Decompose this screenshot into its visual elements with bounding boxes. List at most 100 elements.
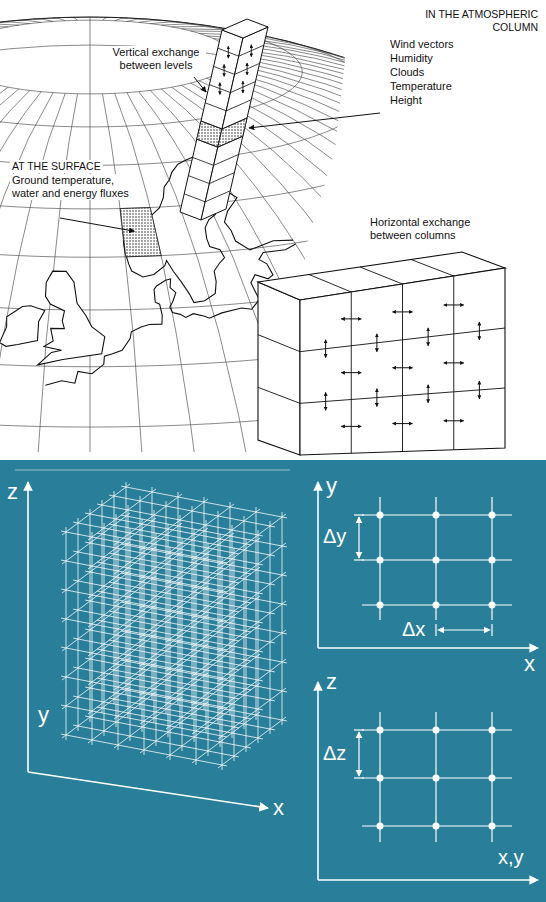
exchange-arrow bbox=[251, 45, 252, 57]
dimension-arrow bbox=[358, 517, 359, 558]
axes bbox=[28, 482, 268, 808]
lattice-line bbox=[140, 557, 208, 608]
lattice-line bbox=[140, 673, 208, 724]
lattice-line bbox=[218, 543, 286, 594]
grid-point bbox=[377, 775, 384, 782]
lattice-line bbox=[104, 523, 105, 736]
dimension-tick bbox=[354, 777, 364, 778]
grid-point bbox=[433, 602, 440, 609]
lattice-line bbox=[140, 499, 208, 550]
lattice-line bbox=[152, 487, 153, 700]
coastline bbox=[38, 271, 105, 365]
dimension-tick bbox=[354, 514, 364, 515]
lattice-line bbox=[140, 496, 141, 709]
block-side bbox=[258, 282, 300, 455]
lattice-line bbox=[192, 654, 260, 705]
x-axis bbox=[318, 647, 538, 649]
exchange-arrow bbox=[376, 334, 377, 352]
lattice-line bbox=[166, 707, 234, 758]
lattice-line bbox=[62, 600, 130, 651]
lattice-line bbox=[218, 717, 286, 768]
axis-label: y bbox=[326, 474, 337, 498]
lattice-line bbox=[180, 515, 181, 728]
grid-point bbox=[377, 823, 384, 830]
exchange-arrow bbox=[325, 392, 326, 410]
lattice-line bbox=[218, 659, 286, 710]
dimension-tick bbox=[435, 624, 436, 636]
lattice-line bbox=[192, 538, 260, 589]
grid-point bbox=[377, 727, 384, 734]
leader-line bbox=[249, 113, 380, 128]
lattice-line bbox=[218, 601, 286, 652]
level-line bbox=[205, 191, 230, 202]
grid-line bbox=[411, 260, 454, 277]
variable-label: Clouds bbox=[388, 66, 426, 79]
leader-line bbox=[194, 77, 206, 92]
exchange-arrow bbox=[219, 83, 220, 95]
axis-label: x bbox=[524, 652, 535, 676]
lattice-line bbox=[114, 581, 182, 632]
level-line bbox=[235, 63, 260, 74]
lattice-line bbox=[166, 562, 234, 613]
exchange-arrow bbox=[247, 63, 248, 75]
xz-grid-panel bbox=[318, 682, 538, 880]
lattice-line bbox=[62, 542, 130, 593]
lattice-line bbox=[88, 634, 156, 685]
variable-label: Wind vectors bbox=[388, 38, 456, 51]
grid-block bbox=[258, 252, 505, 455]
lattice-line bbox=[130, 528, 131, 741]
exchange-arrow bbox=[393, 311, 413, 312]
lattice-line bbox=[178, 492, 179, 705]
lattice-line bbox=[114, 610, 182, 661]
level-line bbox=[209, 173, 234, 184]
exchange-arrow bbox=[376, 389, 377, 407]
axis-label: z bbox=[7, 480, 18, 504]
dimension-arrow bbox=[358, 732, 359, 776]
lattice-line bbox=[168, 524, 169, 737]
grid-point bbox=[489, 775, 496, 782]
lattice-line bbox=[208, 543, 209, 756]
lattice-line bbox=[140, 586, 208, 637]
lattice-line bbox=[258, 530, 259, 743]
lattice-line bbox=[220, 534, 221, 747]
lattice-line bbox=[118, 537, 119, 750]
lattice-line bbox=[192, 625, 260, 676]
exchange-arrow bbox=[341, 426, 361, 427]
lattice-line bbox=[62, 571, 130, 622]
lattice-line bbox=[114, 639, 182, 690]
lattice-line bbox=[114, 668, 182, 719]
exchange-arrow bbox=[393, 367, 413, 368]
lattice-line bbox=[154, 510, 155, 723]
dimension-label: Δz bbox=[323, 742, 346, 764]
variable-label: Temperature bbox=[388, 80, 454, 93]
lattice-line bbox=[88, 605, 156, 656]
lattice-line bbox=[62, 629, 130, 680]
lattice-line bbox=[140, 702, 208, 753]
lattice-line bbox=[140, 528, 208, 579]
lattice-line bbox=[114, 552, 182, 603]
y-axis bbox=[317, 482, 319, 648]
lattice-line bbox=[246, 539, 247, 752]
lattice-line bbox=[62, 513, 130, 564]
grid-line bbox=[309, 275, 351, 293]
dimension-tick bbox=[354, 559, 364, 560]
lattice-line bbox=[218, 572, 286, 623]
globe-rim bbox=[0, 17, 546, 902]
exchange-arrow bbox=[341, 318, 361, 319]
lattice-line bbox=[62, 658, 130, 709]
lattice-line bbox=[114, 494, 182, 545]
dimension-tick bbox=[354, 729, 364, 730]
lattice-line bbox=[62, 484, 130, 535]
lattice-line bbox=[62, 687, 130, 738]
level-line bbox=[239, 45, 264, 56]
callout-label: Horizontal exchange between columns bbox=[368, 216, 494, 242]
grid-point bbox=[489, 727, 496, 734]
lattice-line bbox=[182, 538, 183, 751]
exchange-arrow bbox=[428, 385, 429, 403]
panel-ground bbox=[0, 460, 546, 902]
lattice-line bbox=[192, 683, 260, 734]
lattice-line bbox=[166, 533, 234, 584]
exchange-arrow bbox=[428, 328, 429, 346]
axis-label: x,y bbox=[498, 846, 524, 868]
dimension-label: Δx bbox=[402, 618, 425, 640]
